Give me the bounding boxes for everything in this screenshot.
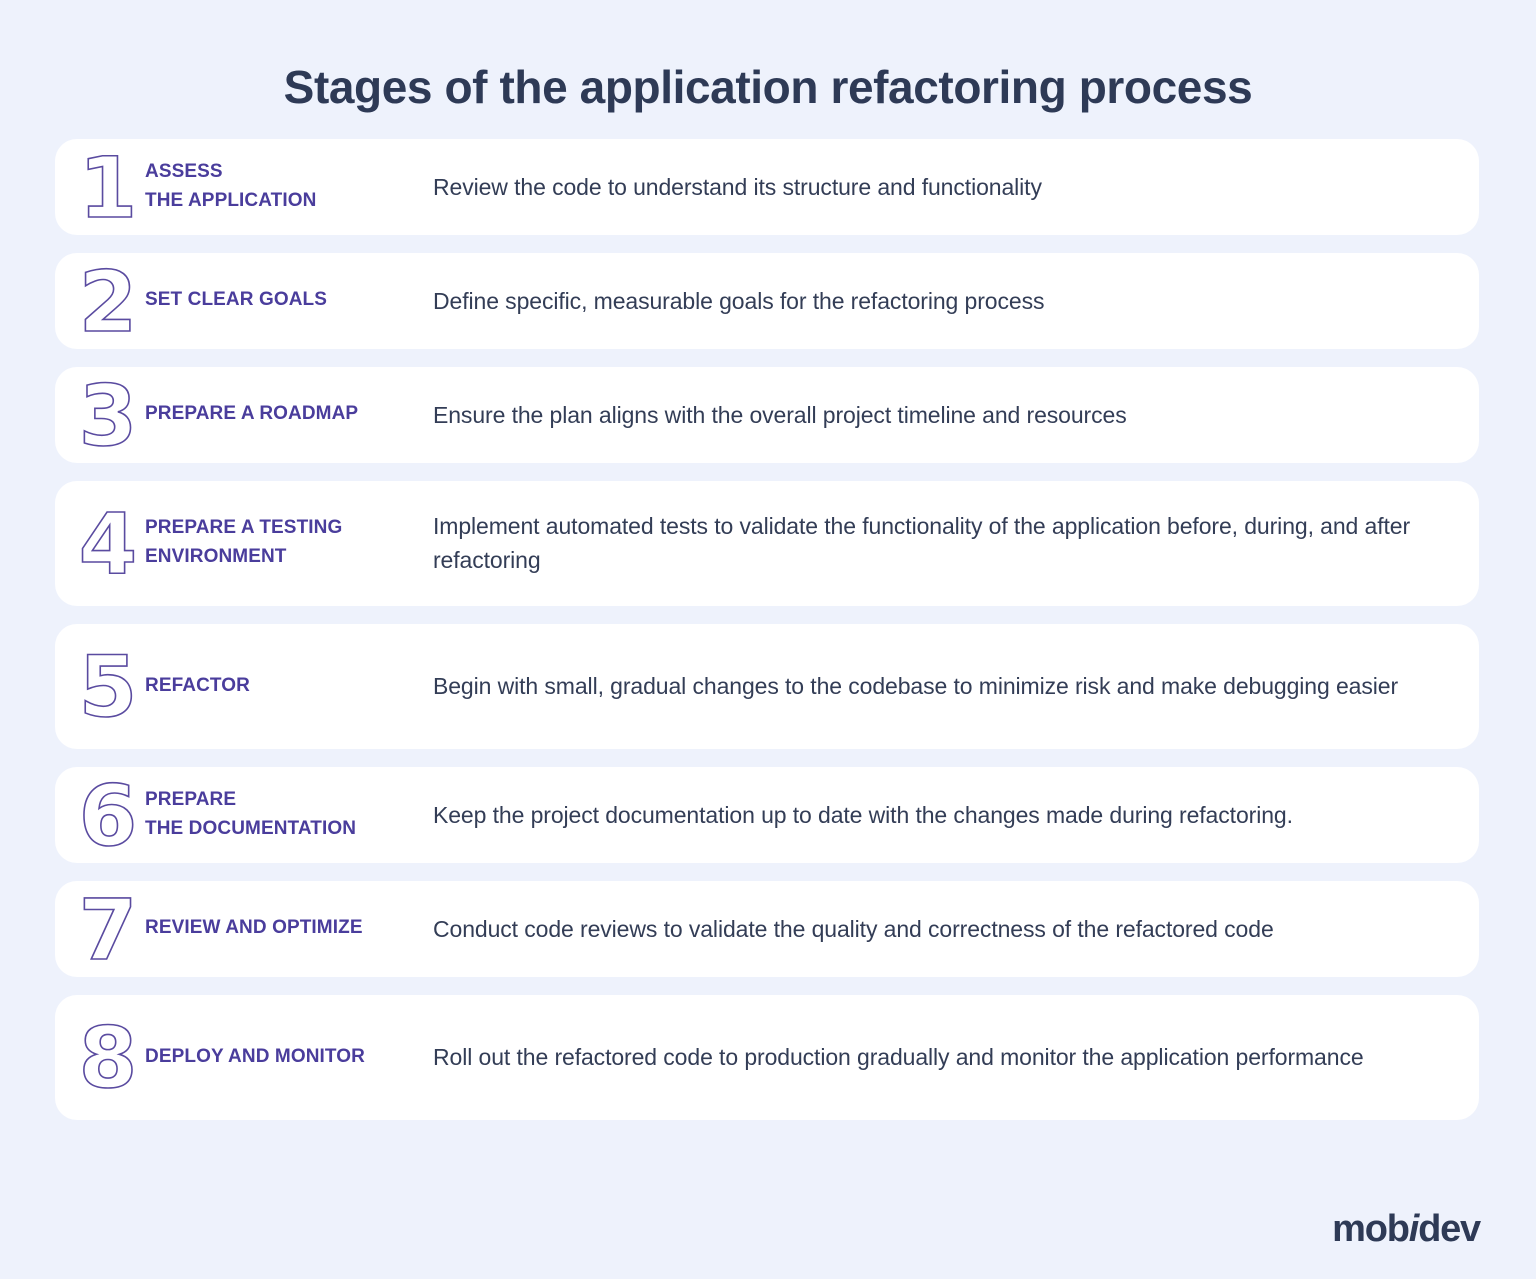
- stage-number-5-glyph: 5: [79, 638, 135, 734]
- stage-card-5[interactable]: 5 REFACTOR Begin with small, gradual cha…: [55, 623, 1479, 749]
- stage-label-3: PREPARE A ROADMAP: [145, 403, 359, 425]
- stage-number-7-glyph: 7: [79, 881, 135, 977]
- stage-label-6: PREPARE THE DOCUMENTATION: [145, 788, 357, 839]
- brand-logo-suffix: dev: [1418, 1208, 1481, 1250]
- stage-card-2[interactable]: 2 SET CLEAR GOALS Define specific, measu…: [55, 252, 1479, 349]
- stage-number-1-glyph: 1: [79, 139, 135, 235]
- stage-number-2-glyph: 2: [79, 253, 135, 349]
- stage-number-8-glyph: 8: [79, 1009, 135, 1105]
- stage-description-6: Keep the project documentation up to dat…: [433, 801, 1293, 828]
- stage-card-6[interactable]: 6 PREPARE THE DOCUMENTATION Keep the pro…: [55, 766, 1479, 863]
- stage-label-4: PREPARE A TESTING ENVIRONMENT: [145, 517, 343, 568]
- stage-number-6-glyph: 6: [79, 767, 135, 863]
- stage-description-1: Review the code to understand its struct…: [433, 173, 1042, 200]
- stage-list: 1 ASSESS THE APPLICATION Review the code…: [55, 138, 1479, 1120]
- stage-card-4[interactable]: 4 PREPARE A TESTING ENVIRONMENT Implemen…: [55, 480, 1479, 606]
- stage-label-7: REVIEW AND OPTIMIZE: [145, 917, 363, 939]
- stage-description-8: Roll out the refactored code to producti…: [433, 1044, 1364, 1071]
- stage-card-8[interactable]: 8 DEPLOY AND MONITOR Roll out the refact…: [55, 994, 1479, 1120]
- stage-description-3: Ensure the plan aligns with the overall …: [433, 401, 1127, 428]
- brand-logo-prefix: mob: [1332, 1208, 1410, 1250]
- stage-number-4-icon: 4: [55, 495, 145, 591]
- stage-label-8: DEPLOY AND MONITOR: [145, 1045, 365, 1067]
- stage-description-2: Define specific, measurable goals for th…: [433, 287, 1045, 314]
- stage-number-3-icon: 3: [55, 367, 145, 463]
- stage-description-4: Implement automated tests to validate th…: [433, 513, 1411, 574]
- stage-number-6-icon: 6: [55, 767, 145, 863]
- stage-number-3-glyph: 3: [79, 367, 135, 463]
- stage-number-4-glyph: 4: [79, 495, 135, 591]
- stage-number-8-icon: 8: [55, 1009, 145, 1105]
- page-title: Stages of the application refactoring pr…: [283, 61, 1253, 113]
- stage-card-1[interactable]: 1 ASSESS THE APPLICATION Review the code…: [55, 138, 1479, 235]
- stage-number-7-icon: 7: [55, 881, 145, 977]
- stage-description-5: Begin with small, gradual changes to the…: [433, 673, 1399, 700]
- stage-card-3[interactable]: 3 PREPARE A ROADMAP Ensure the plan alig…: [55, 366, 1479, 463]
- stage-description-7: Conduct code reviews to validate the qua…: [433, 915, 1274, 942]
- stage-label-1: ASSESS THE APPLICATION: [145, 160, 317, 211]
- stage-number-5-icon: 5: [55, 638, 145, 734]
- stage-label-2: SET CLEAR GOALS: [145, 289, 328, 311]
- stage-number-2-icon: 2: [55, 253, 145, 349]
- stage-label-5: REFACTOR: [145, 674, 250, 696]
- stage-card-7[interactable]: 7 REVIEW AND OPTIMIZE Conduct code revie…: [55, 880, 1479, 977]
- brand-logo: mobidev: [1332, 1208, 1481, 1251]
- brand-logo-accent: i: [1408, 1208, 1420, 1250]
- stage-number-1-icon: 1: [55, 139, 145, 235]
